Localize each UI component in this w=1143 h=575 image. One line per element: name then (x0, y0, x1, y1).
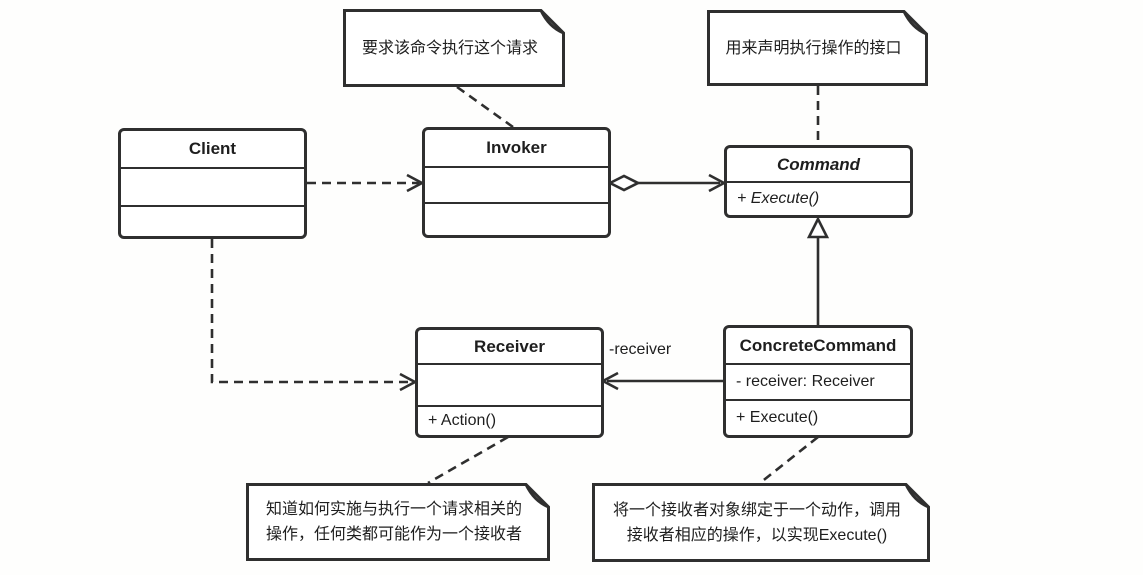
note-concrete-anchor-line (759, 435, 819, 485)
note-invoker-anchor-line (456, 85, 514, 129)
note-command-text: 用来声明执行操作的接口 (725, 39, 902, 57)
class-concretecommand-title: ConcreteCommand (739, 335, 897, 355)
note-command: 用来声明执行操作的接口 (707, 10, 928, 86)
note-receiver-text-line1: 知道如何实施与执行一个请求相关的 (265, 501, 522, 518)
class-receiver: Receiver + Action() (415, 327, 604, 438)
class-command-method: + Execute() (727, 181, 910, 215)
class-command: Command + Execute() (724, 145, 913, 218)
note-concrete-text-line1: 将一个接收者对象绑定于一个动作，调用 (612, 501, 901, 519)
aggregation-diamond (607, 174, 641, 192)
class-invoker: Invoker (422, 127, 611, 238)
generalization-triangle (806, 216, 830, 239)
class-concretecommand-attribute: - receiver: Receiver (726, 363, 910, 399)
class-receiver-attributes (418, 363, 601, 405)
class-concretecommand-method: + Execute() (726, 399, 910, 435)
note-invoker-text: 要求该命令执行这个请求 (361, 39, 538, 57)
class-client-methods (121, 205, 304, 236)
class-invoker-title: Invoker (486, 138, 547, 157)
note-shape (592, 483, 930, 562)
note-invoker: 要求该命令执行这个请求 (343, 9, 565, 87)
class-invoker-attributes (425, 166, 608, 202)
note-concrete-text-line2: 接收者相应的操作，以实现Execute() (626, 526, 888, 544)
class-receiver-title: Receiver (474, 336, 545, 356)
note-receiver-text-line2: 操作，任何类都可能作为一个接收者 (265, 526, 522, 543)
note-shape (707, 10, 928, 86)
class-client-title: Client (188, 139, 237, 158)
note-shape (246, 483, 550, 561)
association-label-receiver: -receiver (609, 341, 672, 358)
note-receiver-anchor-line (427, 435, 509, 485)
note-concrete: 将一个接收者对象绑定于一个动作，调用 接收者相应的操作，以实现Execute() (592, 483, 930, 562)
note-shape (343, 9, 565, 87)
class-receiver-method: + Action() (418, 405, 601, 435)
client-receiver-dependency-line (210, 239, 412, 384)
class-invoker-methods (425, 202, 608, 235)
note-receiver: 知道如何实施与执行一个请求相关的 操作，任何类都可能作为一个接收者 (246, 483, 550, 561)
class-client-attributes (121, 167, 304, 205)
class-client: Client (118, 128, 307, 239)
class-concretecommand: ConcreteCommand - receiver: Receiver + E… (723, 325, 913, 438)
class-command-title: Command (776, 154, 861, 174)
